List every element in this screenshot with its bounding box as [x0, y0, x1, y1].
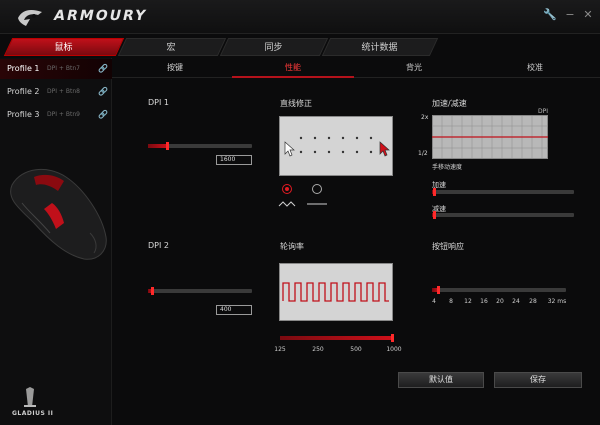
angle-snapping-off-radio[interactable]: [312, 184, 322, 194]
response-tick: 28: [529, 298, 537, 305]
polling-tick: 1000: [386, 346, 402, 353]
button-response-slider[interactable]: [432, 286, 566, 294]
dpi1-slider[interactable]: [148, 142, 252, 150]
close-button[interactable]: ✕: [583, 8, 593, 21]
main-tabs: 鼠标 宏 同步 统计数据: [0, 38, 600, 56]
angle-snapping-preview: [279, 116, 393, 176]
slider-fill: [280, 336, 394, 340]
tab-mouse[interactable]: 鼠标: [3, 38, 125, 56]
slider-handle[interactable]: [433, 188, 436, 196]
button-response-label: 按钮响应: [432, 242, 464, 251]
slider-fill: [148, 144, 168, 148]
tab-sync[interactable]: 同步: [219, 38, 329, 56]
slider-fill: [148, 289, 153, 293]
subtab-active-underline: [232, 76, 354, 78]
default-button[interactable]: 默认值: [398, 372, 484, 388]
link-icon[interactable]: 🔗: [98, 87, 108, 96]
profile-item-2[interactable]: Profile 2 DPI + Btn8 🔗: [0, 82, 112, 102]
rog-logo-icon: [18, 10, 42, 26]
angle-snapping-label: 直线修正: [280, 99, 312, 108]
deceleration-slider[interactable]: [432, 211, 574, 219]
slider-handle[interactable]: [391, 334, 394, 342]
profile-item-3[interactable]: Profile 3 DPI + Btn9 🔗: [0, 105, 112, 125]
gladius-logo-icon: [24, 387, 36, 407]
profile-binding: DPI + Btn7: [47, 65, 80, 72]
response-tick: 4: [432, 298, 436, 305]
subtab-calibration[interactable]: 校准: [527, 63, 543, 72]
line-style-icons: [278, 201, 327, 207]
title-bar: [0, 0, 600, 34]
subtab-divider: [112, 77, 600, 78]
subtab-buttons[interactable]: 按键: [167, 63, 183, 72]
profile-item-1[interactable]: Profile 1 DPI + Btn7 🔗: [0, 59, 112, 79]
acceleration-graph: [432, 115, 548, 159]
profile-binding: DPI + Btn9: [47, 111, 80, 118]
acceleration-slider[interactable]: [432, 188, 574, 196]
link-icon[interactable]: 🔗: [98, 110, 108, 119]
polling-tick: 250: [312, 346, 324, 353]
slider-handle[interactable]: [151, 287, 154, 295]
tab-statistics[interactable]: 统计数据: [321, 38, 439, 56]
acceleration-y-bottom: 1/2: [418, 150, 428, 157]
link-icon[interactable]: 🔗: [98, 64, 108, 73]
deceleration-label: 减速: [432, 205, 446, 213]
dpi2-value-input[interactable]: 400: [216, 305, 252, 315]
acceleration-label: 加速: [432, 181, 446, 189]
acceleration-y-top: 2x: [421, 114, 429, 121]
dpi1-label: DPI 1: [148, 98, 169, 107]
polling-tick: 500: [350, 346, 362, 353]
response-tick: 12: [464, 298, 472, 305]
polling-rate-label: 轮询率: [280, 242, 304, 251]
response-tick: 16: [480, 298, 488, 305]
slider-handle[interactable]: [437, 286, 440, 294]
slider-handle[interactable]: [166, 142, 169, 150]
wrench-icon[interactable]: 🔧: [543, 8, 557, 21]
dpi2-slider[interactable]: [148, 287, 252, 295]
polling-rate-slider[interactable]: [280, 334, 394, 342]
polling-rate-preview: [279, 263, 393, 321]
slider-handle[interactable]: [433, 211, 436, 219]
subtab-performance[interactable]: 性能: [285, 63, 301, 72]
response-tick: 24: [512, 298, 520, 305]
polling-tick: 125: [274, 346, 286, 353]
acceleration-graph-label: DPI: [538, 108, 549, 115]
dpi1-value-input[interactable]: 1600: [216, 155, 252, 165]
acceleration-x-label: 手移动速度: [432, 164, 463, 171]
subtab-lighting[interactable]: 背光: [406, 63, 422, 72]
acceleration-title: 加速/减速: [432, 99, 467, 108]
brand-name: GLADIUS II: [12, 410, 54, 417]
minimize-button[interactable]: −: [565, 8, 575, 21]
profile-name: Profile 1: [7, 64, 40, 73]
app-title: ARMOURY: [52, 8, 149, 24]
save-button[interactable]: 保存: [494, 372, 582, 388]
profile-binding: DPI + Btn8: [47, 88, 80, 95]
response-tick: 20: [496, 298, 504, 305]
dpi2-label: DPI 2: [148, 241, 169, 250]
slider-fill: [432, 288, 439, 292]
profile-name: Profile 3: [7, 110, 40, 119]
response-tick: 32 ms: [547, 298, 567, 305]
mouse-image: [10, 168, 107, 260]
response-tick: 8: [449, 298, 453, 305]
profile-name: Profile 2: [7, 87, 40, 96]
angle-snapping-on-radio[interactable]: [282, 184, 292, 194]
tab-macro[interactable]: 宏: [117, 38, 227, 56]
